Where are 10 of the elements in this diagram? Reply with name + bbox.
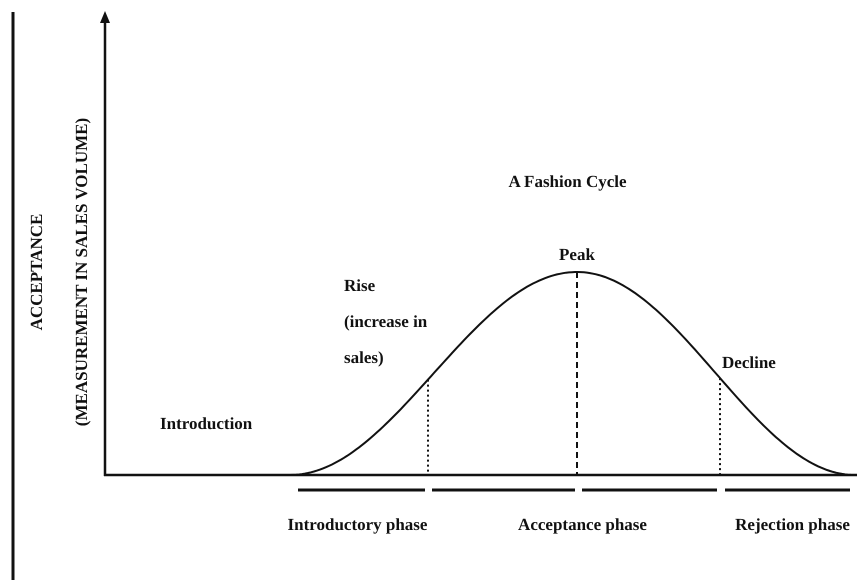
stage-label: Decline bbox=[722, 352, 777, 374]
stage-label: Introductory phase bbox=[286, 514, 428, 536]
stage-label: Rise (increase in sales) bbox=[344, 275, 428, 369]
axis-label: (MEASUREMENT IN SALES VOLUME) bbox=[72, 118, 92, 426]
axis-label: ACCEPTANCE bbox=[27, 214, 47, 330]
stage-label: Introduction bbox=[160, 413, 254, 435]
stage-label: Acceptance phase bbox=[517, 514, 648, 536]
chart-title: A Fashion Cycle bbox=[507, 172, 628, 192]
stage-label: Rejection phase bbox=[734, 514, 851, 536]
stage-label: Peak bbox=[558, 244, 596, 266]
